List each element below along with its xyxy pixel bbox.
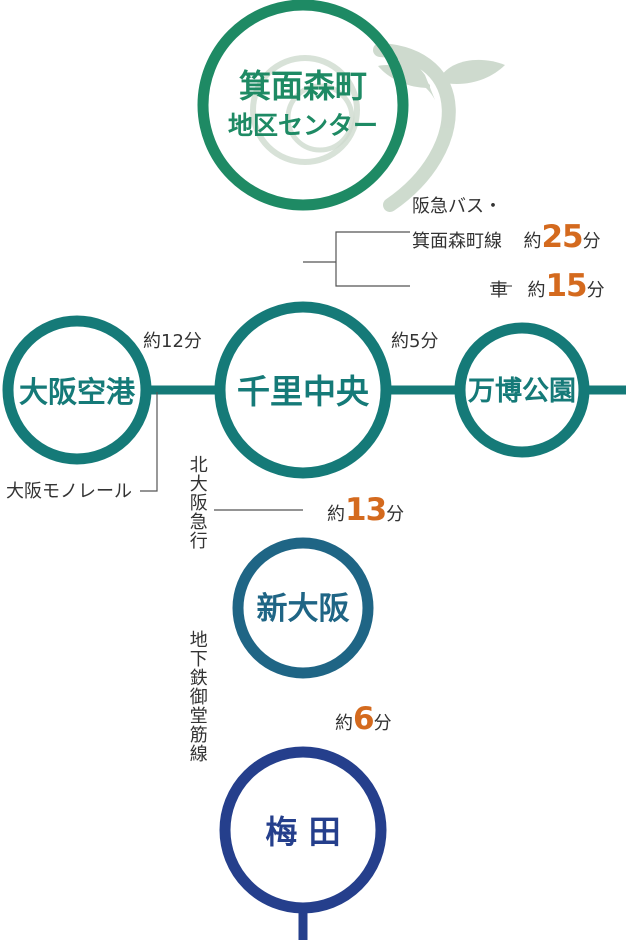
kita-time-label: 約13分 [327,495,404,526]
bus-route-label-2: 箕面森町線 約25分 [412,222,601,253]
bus-time-prefix: 約 [523,231,542,252]
car-label: 車 約15分 [490,271,605,302]
station-shinosaka-ring [232,537,374,679]
midosuji-time-minutes: 6 [353,701,375,737]
car-time-minutes: 15 [545,268,587,304]
station-airport-name: 大阪空港 [18,375,135,409]
monorail-label: 大阪モノレール [6,481,132,502]
midosuji-time-unit: 分 [373,713,392,734]
station-minoh-line2: 地区センター [227,111,378,140]
station-umeda-ring [219,746,387,914]
station-senri-name: 千里中央 [237,372,369,411]
midosuji-time-label: 約6分 [335,704,392,735]
station-minoh-ring [197,0,409,211]
station-umeda-name: 梅 田 [265,813,341,851]
midosuji-label: 地下鉄御堂筋線 [186,630,208,763]
station-expo-name: 万博公園 [468,376,576,407]
midosuji-time-prefix: 約 [335,713,353,734]
kita-time-unit: 分 [386,504,405,525]
leaf-logo-icon [250,43,505,212]
station-airport-ring [2,315,152,465]
kita-time-minutes: 13 [345,492,387,528]
bus-route-label: 阪急バス・ [412,198,502,216]
bus-route-line2: 箕面森町線 [412,231,502,252]
car-time-prefix: 約 [527,280,546,301]
station-expo-ring [454,322,590,458]
station-senri-ring [214,301,392,479]
station-minoh-line1: 箕面森町 [238,67,367,105]
station-minoh-name: 箕面森町 地区センター [203,66,403,141]
station-shinosaka-name: 新大阪 [256,591,350,627]
bus-time-minutes: 25 [541,219,583,255]
bus-route-line1: 阪急バス・ [412,196,502,217]
kita-time-prefix: 約 [327,504,345,525]
car-time-unit: 分 [586,280,605,301]
expo-time-label: 約5分 [391,331,439,352]
car-label-text: 車 [490,280,508,301]
kita-osaka-label: 北大阪急行 [186,455,208,550]
airport-time-label: 約12分 [143,331,202,352]
leader-lines [140,231,512,511]
bus-time-unit: 分 [582,231,601,252]
